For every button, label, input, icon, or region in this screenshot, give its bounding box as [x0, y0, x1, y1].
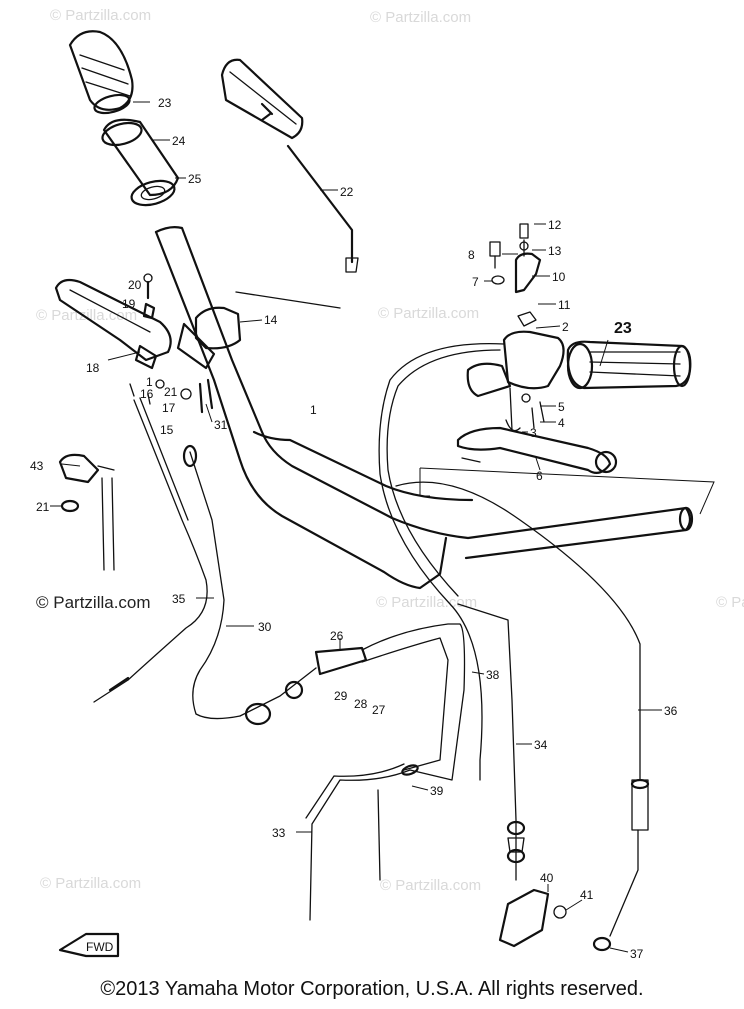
callout-41: 41	[580, 888, 594, 902]
handlebar	[154, 226, 715, 590]
callout-39: 39	[430, 784, 444, 798]
watermark: © Partzilla.com	[376, 594, 477, 611]
callout-31: 30	[258, 620, 272, 634]
callout-22: 22	[340, 185, 354, 199]
cables	[93, 342, 650, 952]
watermark: © Partzilla.com	[370, 9, 471, 26]
callout-26: 25	[188, 172, 202, 186]
callout-16: 16	[140, 387, 154, 401]
watermark: © Partzilla.com	[716, 594, 744, 611]
callout-21-lower: 21	[36, 500, 50, 514]
fwd-label: FWD	[86, 940, 114, 954]
callout-28: 27	[372, 703, 386, 717]
watermark-layer: © Partzilla.com © Partzilla.com © Partzi…	[36, 7, 744, 894]
callout-11: 11	[558, 298, 571, 312]
callout-29: 28	[354, 697, 368, 711]
callout-35: 35	[172, 592, 186, 606]
callout-3: 3	[530, 426, 537, 440]
callout-2: 2	[562, 320, 569, 334]
callout-17: 17	[162, 401, 176, 415]
callout-15: 15	[160, 423, 174, 437]
watermark: © Partzilla.com	[380, 877, 481, 894]
callout-12: 12	[548, 218, 562, 232]
right-throttle-assembly	[456, 223, 692, 475]
callout-40: 40	[540, 871, 554, 885]
callout-20: 20	[128, 278, 142, 292]
direction-marker: FWD	[58, 932, 120, 958]
callout-labels: 23 24 25 22 14 20 19 18 1 16 21 17 15 31…	[30, 96, 678, 961]
callout-4: 4	[558, 416, 565, 430]
copyright-notice: ©2013 Yamaha Motor Corporation, U.S.A. A…	[100, 978, 644, 1000]
watermark: © Partzilla.com	[40, 875, 141, 892]
callout-38: 38	[486, 668, 500, 682]
callout-5: 5	[558, 400, 565, 414]
callout-36: 36	[664, 704, 678, 718]
callout-1-left: 1	[146, 375, 153, 389]
callout-23: 23	[614, 320, 632, 337]
callout-21-upper: 21	[164, 385, 178, 399]
callout-32: 31	[214, 418, 228, 432]
watermark: © Partzilla.com	[50, 7, 151, 24]
mirror	[220, 58, 359, 273]
watermark-dark: © Partzilla.com	[36, 593, 151, 612]
callout-27: 26	[330, 629, 344, 643]
callout-30: 29	[334, 689, 348, 703]
callout-43: 43	[30, 459, 44, 473]
callout-8: 8	[468, 248, 475, 262]
callout-24: 23	[158, 96, 172, 110]
callout-25: 24	[172, 134, 186, 148]
callout-33: 33	[272, 826, 286, 840]
callout-18: 18	[86, 361, 100, 375]
watermark: © Partzilla.com	[378, 305, 479, 322]
callout-7: 7	[472, 275, 479, 289]
callout-34: 34	[534, 738, 548, 752]
callout-19: 19	[122, 297, 136, 311]
callout-14: 14	[264, 313, 278, 327]
left-switch	[58, 453, 115, 571]
callout-6: 6	[536, 469, 543, 483]
callout-leaders	[50, 101, 662, 953]
left-lever-holder	[54, 273, 242, 414]
callout-37: 37	[630, 947, 644, 961]
callout-13: 13	[548, 244, 562, 258]
callout-10: 10	[552, 270, 566, 284]
callout-1: 1	[310, 403, 317, 417]
left-grip-assembly	[68, 30, 180, 207]
